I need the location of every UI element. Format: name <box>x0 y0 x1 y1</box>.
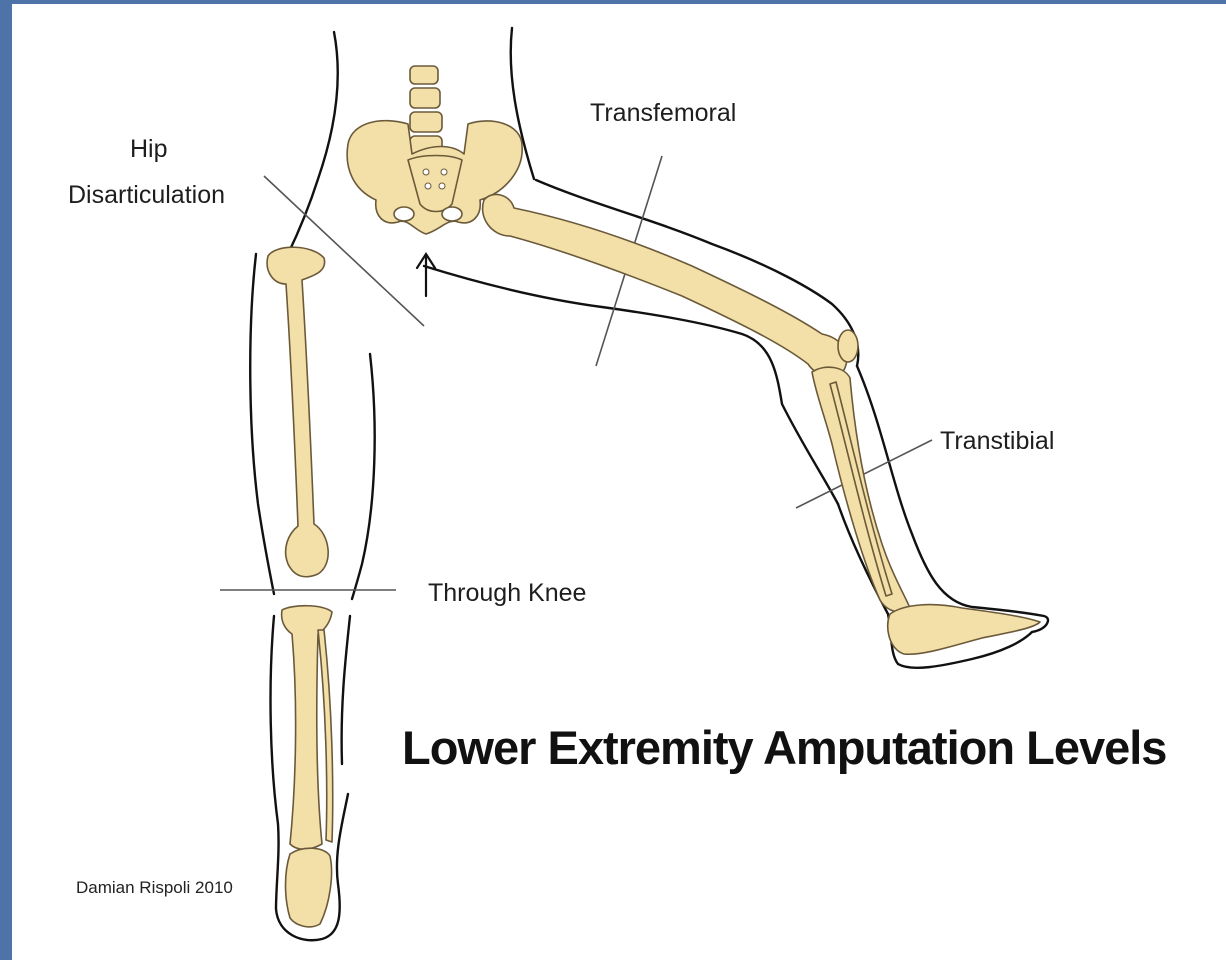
through-knee-label: Through Knee <box>428 578 586 609</box>
left-thigh-outline-inner <box>352 354 375 599</box>
sacral-foramen-2 <box>441 169 447 175</box>
sacral-foramen-4 <box>439 183 445 189</box>
sacral-foramen-1 <box>423 169 429 175</box>
left-thigh-outline-outer <box>250 254 274 594</box>
left-shin-outline-inner <box>342 616 350 764</box>
obturator-right <box>442 207 462 221</box>
hip-label-line2: Disarticulation <box>68 180 225 211</box>
obturator-left <box>394 207 414 221</box>
left-foot <box>286 848 332 927</box>
hip-label-line1: Hip <box>130 134 168 165</box>
diagram-title: Lower Extremity Amputation Levels <box>402 720 1166 775</box>
vertebra-2 <box>410 88 440 108</box>
vertebra-1 <box>410 66 438 84</box>
left-fibula <box>318 630 333 842</box>
sacral-foramen-3 <box>425 183 431 189</box>
right-fibula <box>830 382 892 596</box>
vertebra-3 <box>410 112 442 132</box>
right-thigh-outline-lower <box>424 266 838 504</box>
transtibial-label: Transtibial <box>940 426 1054 457</box>
transfemoral-label: Transfemoral <box>590 98 736 129</box>
right-femur <box>483 194 847 375</box>
author-credit: Damian Rispoli 2010 <box>76 878 233 898</box>
left-femur <box>267 247 328 577</box>
amputation-diagram <box>12 4 1226 960</box>
right-patella <box>838 330 858 362</box>
